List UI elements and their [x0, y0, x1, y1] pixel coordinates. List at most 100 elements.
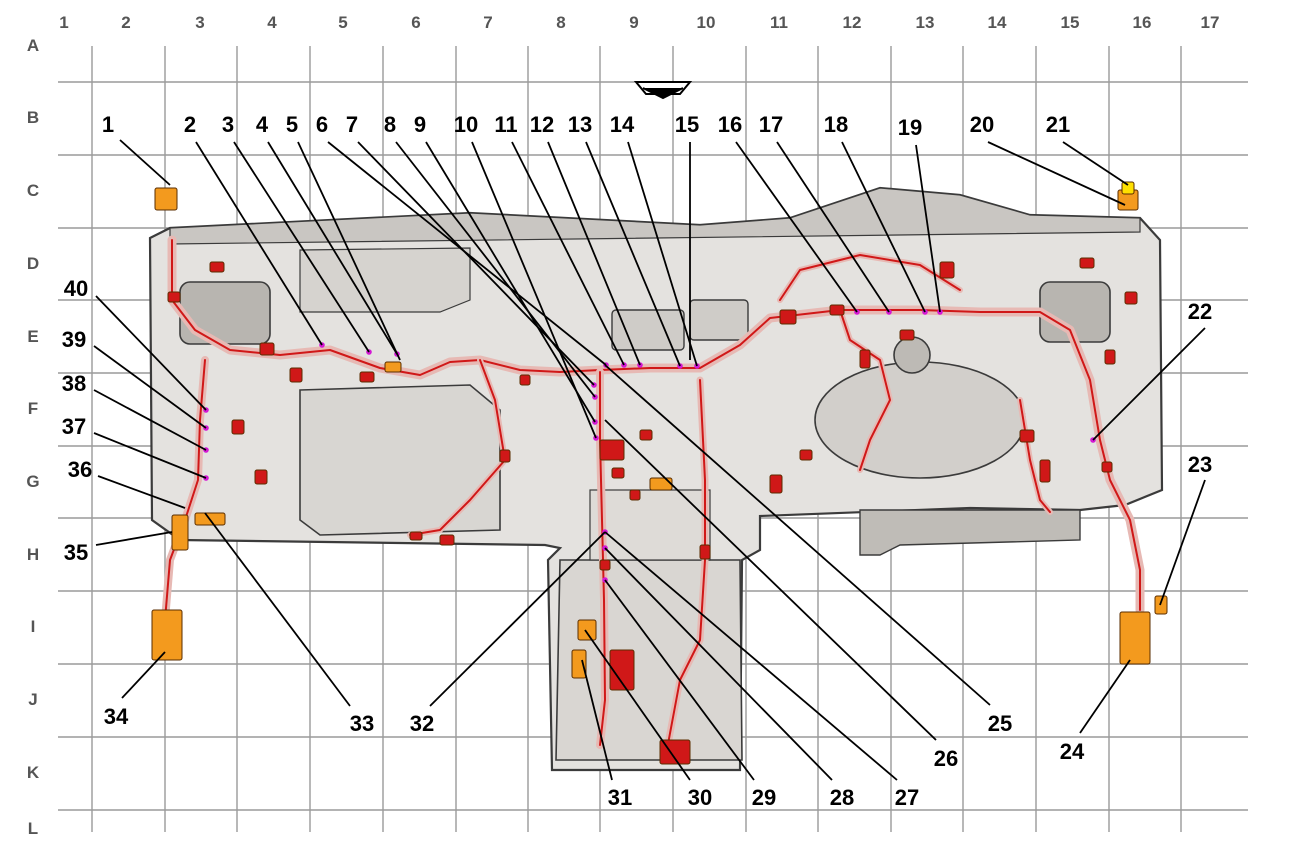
- callout-number: 3: [222, 112, 234, 137]
- callout-number: 26: [934, 746, 958, 771]
- callout-leader-line: [987, 141, 1126, 206]
- callout-number: 20: [970, 112, 994, 137]
- center-vent-right: [689, 299, 749, 341]
- harness-connector: [829, 304, 845, 316]
- grid-row-label: L: [28, 819, 38, 838]
- harness-glove-box-branch-core: [409, 359, 506, 536]
- callout-leader-line: [204, 512, 351, 707]
- grid-column-label: 10: [697, 13, 716, 32]
- console-panel: [589, 489, 711, 561]
- harness-connector: [259, 342, 275, 356]
- harness-connector: [699, 544, 711, 560]
- steering-column-mount: [893, 336, 931, 374]
- harness-connector: [611, 467, 625, 479]
- grid-column-label: 12: [843, 13, 862, 32]
- callout-number: 37: [62, 414, 86, 439]
- callout-number: 25: [988, 711, 1012, 736]
- harness-connector: [609, 649, 635, 691]
- grid-column-label: 8: [556, 13, 565, 32]
- glove-box: [299, 384, 501, 536]
- callout-leader-line: [93, 432, 207, 479]
- grid-row-label: J: [28, 690, 37, 709]
- grid-column-label: 17: [1201, 13, 1220, 32]
- harness-connector: [799, 449, 813, 461]
- callout-number: 2: [184, 112, 196, 137]
- harness-connector: [629, 489, 641, 501]
- knee-bolster-bracket: [859, 509, 1081, 556]
- harness-connector: [409, 531, 423, 541]
- callout-leader-line: [93, 389, 207, 451]
- grid-row-label: H: [27, 545, 39, 564]
- grid-column-label: 2: [121, 13, 130, 32]
- grid-row-label: E: [27, 327, 38, 346]
- callout-number: 34: [104, 704, 129, 729]
- grid-column-label: 6: [411, 13, 420, 32]
- grid-row-label: K: [27, 763, 40, 782]
- grid-column-label: 11: [770, 13, 788, 32]
- callout-leader-line: [1079, 659, 1131, 734]
- callout-leader-line: [1159, 479, 1206, 606]
- harness-connector: [577, 619, 597, 641]
- callout-leader-line: [776, 141, 890, 313]
- callout-number: 6: [316, 112, 328, 137]
- callout-number: 1: [102, 112, 114, 137]
- callout-number: 15: [675, 112, 699, 137]
- callout-number: 22: [1188, 299, 1212, 324]
- harness-connector: [231, 419, 245, 435]
- harness-connector: [154, 187, 178, 211]
- harness-connector: [779, 309, 797, 325]
- harness-connector: [384, 361, 402, 373]
- callout-number: 7: [346, 112, 358, 137]
- grid-column-label: 15: [1061, 13, 1080, 32]
- grid-row-label: C: [27, 181, 39, 200]
- callout-leader-line: [604, 419, 937, 741]
- forward-direction-arrow-icon: [633, 81, 693, 100]
- callout-leader-line: [297, 141, 401, 361]
- grid-column-label: 5: [338, 13, 347, 32]
- callout-number: 11: [494, 112, 517, 137]
- callout-number: 31: [608, 785, 632, 810]
- defrost-ducts: [299, 247, 471, 313]
- harness-connector: [859, 349, 871, 369]
- grid-row-label: A: [27, 36, 39, 55]
- harness-connector: [499, 449, 511, 463]
- callout-leader-line: [604, 547, 833, 781]
- callout-number: 35: [64, 540, 88, 565]
- callout-leader-line: [627, 141, 698, 367]
- callout-number: 5: [286, 112, 298, 137]
- harness-connector: [359, 371, 375, 383]
- callout-number: 16: [718, 112, 742, 137]
- callout-number: 21: [1046, 112, 1070, 137]
- callout-number: 30: [688, 785, 712, 810]
- harness-connector: [1104, 349, 1116, 365]
- steering-column-opening: [814, 361, 1026, 479]
- callout-leader-lines: [93, 139, 1206, 781]
- grid-column-label: 16: [1133, 13, 1152, 32]
- harness-connector: [1079, 257, 1095, 269]
- harness-connector: [151, 609, 183, 661]
- harness-connector: [599, 439, 625, 461]
- callout-leader-line: [429, 531, 606, 707]
- callout-leader-line: [1092, 327, 1206, 441]
- callout-number: 38: [62, 371, 86, 396]
- left-air-vent: [179, 281, 271, 345]
- harness-connector: [1119, 611, 1151, 665]
- callout-leader-line: [511, 141, 625, 366]
- harness-connector: [439, 534, 455, 546]
- harness-connector: [639, 429, 653, 441]
- harness-connector: [571, 649, 587, 679]
- callout-leader-line: [425, 141, 596, 423]
- callout-leader-line: [585, 141, 681, 367]
- callout-leader-line: [1062, 141, 1129, 186]
- harness-connector: [209, 261, 225, 273]
- callout-leader-line: [604, 364, 991, 706]
- grid-row-label: F: [28, 399, 38, 418]
- grid-row-label: D: [27, 254, 39, 273]
- callout-number: 32: [410, 711, 434, 736]
- grid-column-label: 1: [59, 13, 68, 32]
- grid-column-label: 3: [195, 13, 204, 32]
- callout-leader-line: [95, 531, 173, 546]
- grid-column-label: 7: [483, 13, 492, 32]
